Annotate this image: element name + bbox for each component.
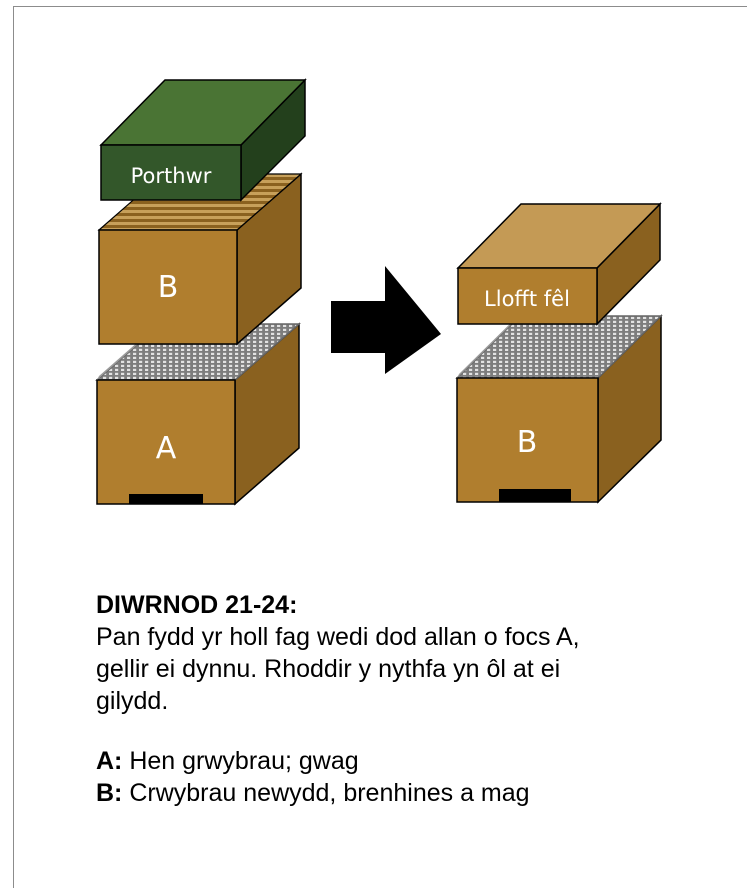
honey-super: Llofft fêl [456, 202, 662, 326]
instruction-paragraph: Pan fydd yr holl fag wedi dod allan o fo… [96, 623, 580, 715]
legend-key: B: [96, 779, 123, 807]
legend-item-a: A: Hen grwybrau; gwag [96, 745, 716, 777]
day-heading: DIWRNOD 21-24: [96, 591, 298, 619]
legend-item-b: B: Crwybrau newydd, brenhines a mag [96, 777, 716, 809]
hive-diagram: A B Porthwr B Llofft fêl [95, 78, 663, 506]
box-b-left-label: B [158, 270, 179, 305]
box-a-label: A [156, 431, 177, 466]
right-arrow-icon [331, 266, 441, 374]
honey-super-label: Llofft fêl [484, 287, 570, 311]
legend-desc: Crwybrau newydd, brenhines a mag [129, 779, 530, 807]
box-b-right-label: B [517, 425, 538, 460]
feeder-box: Porthwr [99, 78, 307, 202]
box-b-right: B [455, 314, 663, 504]
legend-key: A: [96, 747, 123, 775]
legend-desc: Hen grwybrau; gwag [129, 747, 359, 775]
feeder-label: Porthwr [131, 164, 212, 188]
box-a: A [95, 322, 301, 506]
queen-excluder-right [457, 312, 522, 378]
legend: A: Hen grwybrau; gwag B: Crwybrau newydd… [96, 745, 716, 809]
description-block: DIWRNOD 21-24: Pan fydd yr holl fag wedi… [96, 589, 716, 809]
